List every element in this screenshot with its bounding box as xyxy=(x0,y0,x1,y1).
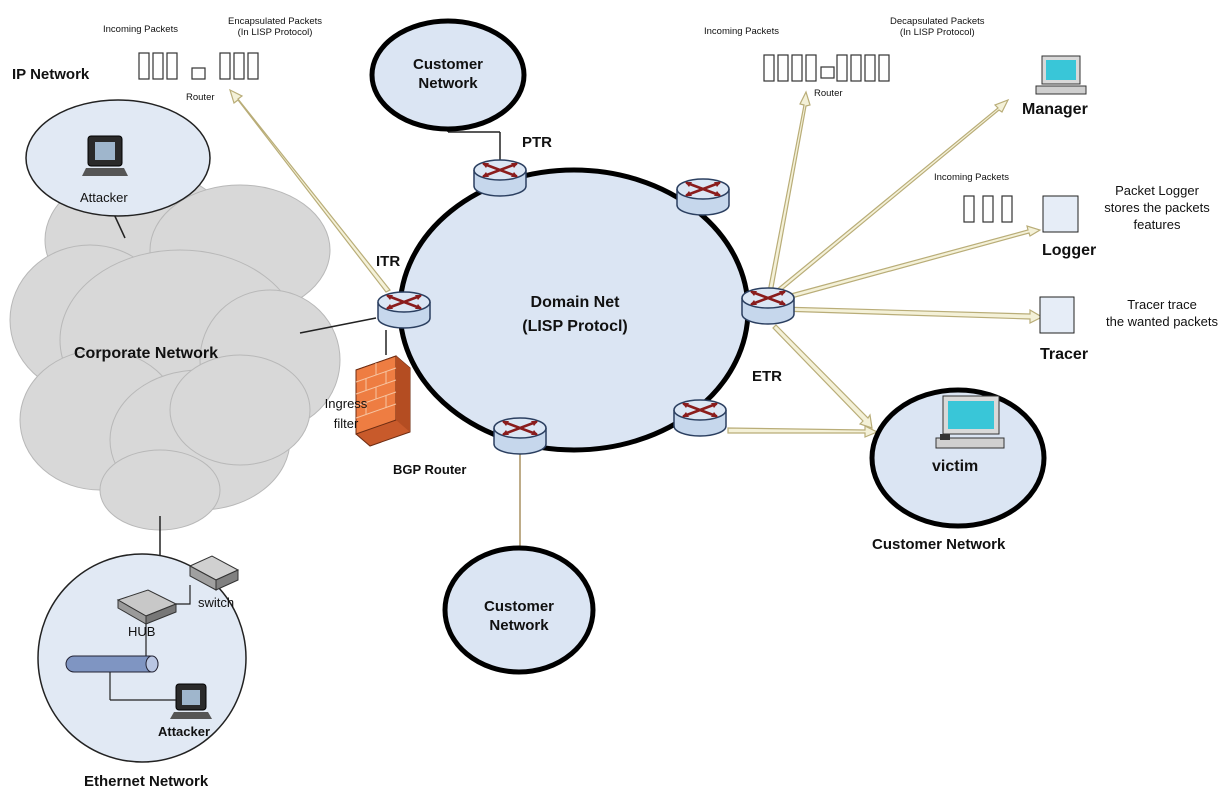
etr-label: ETR xyxy=(752,368,782,385)
logger-incoming-packets-label: Incoming Packets xyxy=(934,172,1009,183)
right-incoming-packets-label: Incoming Packets xyxy=(704,26,779,37)
victim-label: victim xyxy=(932,458,979,475)
ethernet-bus-icon xyxy=(65,655,159,673)
ip-attacker-label: Attacker xyxy=(80,190,128,205)
ingress-firewall-icon xyxy=(355,355,411,447)
customer-network-top xyxy=(369,18,527,132)
switch-label: switch xyxy=(198,595,235,610)
ptr-label: PTR xyxy=(522,134,552,151)
domain-net-protocol-label: (LISP Protocl) xyxy=(522,318,628,335)
router-icon-ptr xyxy=(472,158,528,198)
corporate-cloud xyxy=(9,169,341,531)
switch-icon xyxy=(188,555,240,591)
ethernet-network-title: Ethernet Network xyxy=(84,773,209,790)
customer-network-right-label: Customer Network xyxy=(872,536,1006,553)
router-icon-bgp xyxy=(492,416,548,456)
router-icon-etr xyxy=(740,286,796,326)
router-icon-bottom-right xyxy=(672,398,728,438)
customer-network-bottom xyxy=(442,545,596,675)
customer-network-victim xyxy=(869,387,1047,529)
ethernet-links xyxy=(109,585,191,701)
ingress-filter-label: Ingress filter xyxy=(324,396,368,431)
tracer-label: Tracer xyxy=(1040,346,1089,363)
right-router-label: Router xyxy=(814,88,843,99)
corporate-network-label: Corporate Network xyxy=(74,345,219,362)
attacker-pc-icon-ip xyxy=(82,135,128,176)
bgp-router-label: BGP Router xyxy=(393,462,467,477)
manager-label: Manager xyxy=(1022,101,1088,118)
victim-pc-icon xyxy=(935,395,1005,449)
left-encapsulated-packets-label: Encapsulated Packets (In LISP Protocol) xyxy=(228,16,323,38)
customer-network-bottom-label: Customer Network xyxy=(483,598,554,634)
domain-net-label: Domain Net xyxy=(530,294,620,311)
manager-pc-icon xyxy=(1035,55,1087,95)
tracer-description: Tracer trace the wanted packets xyxy=(1105,297,1219,329)
router-icon-top-right xyxy=(675,177,731,217)
router-icon-itr xyxy=(376,290,432,330)
tracer-box xyxy=(1039,296,1075,334)
logger-box xyxy=(1042,195,1079,233)
customer-network-top-label: Customer Network xyxy=(412,56,483,92)
left-router-label: Router xyxy=(186,92,215,103)
packet-arrows xyxy=(229,88,1044,438)
ethernet-attacker-label: Attacker xyxy=(158,724,211,739)
hub-icon xyxy=(116,589,178,625)
right-decapsulated-packets-label: Decapsulated Packets (In LISP Protocol) xyxy=(890,16,985,38)
itr-label: ITR xyxy=(376,253,401,270)
packet-row-right xyxy=(763,54,890,82)
logger-description: Packet Logger stores the packets feature… xyxy=(1104,183,1210,232)
attacker-pc-icon-ethernet xyxy=(170,683,212,719)
left-incoming-packets-label: Incoming Packets xyxy=(103,24,178,35)
ip-network-title: IP Network xyxy=(12,66,90,83)
hub-label: HUB xyxy=(128,624,156,639)
packet-row-left xyxy=(138,52,259,80)
logger-label: Logger xyxy=(1042,242,1097,259)
packet-row-logger xyxy=(963,195,1013,223)
